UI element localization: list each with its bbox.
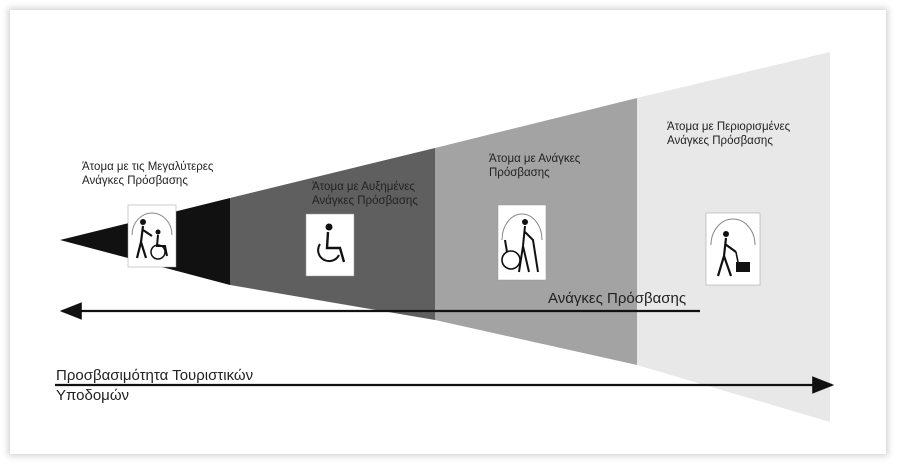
accessibility-arrow-label: Προσβασιμότητα Τουριστικών Υποδομών bbox=[56, 367, 253, 405]
accessibility-label-line1: Προσβασιμότητα Τουριστικών bbox=[56, 367, 254, 384]
wheelchair-icon bbox=[305, 213, 355, 277]
walker-and-wheelchair-icon bbox=[127, 204, 177, 268]
wheelchair-cane-icon bbox=[497, 204, 547, 281]
group-label-line2: Ανάγκες Πρόσβασης bbox=[82, 175, 188, 187]
group-label-line1: Άτομα με Αυξημένες bbox=[312, 181, 415, 193]
needs-arrow-label: Ανάγκες Πρόσβασης bbox=[548, 290, 687, 307]
group-label-line2: Πρόσβασης bbox=[489, 167, 550, 179]
group-label-line2: Ανάγκες Πρόσβασης bbox=[667, 135, 773, 147]
person-pushing-cart-icon bbox=[705, 212, 761, 286]
group-label-line1: Άτομα με Περιορισμένες bbox=[667, 121, 791, 133]
group-label-needs: Άτομα με Ανάγκες Πρόσβασης bbox=[489, 152, 580, 180]
group-label-greatest-needs: Άτομα με τις Μεγαλύτερες Ανάγκες Πρόσβασ… bbox=[82, 160, 213, 188]
group-label-line1: Άτομα με Ανάγκες bbox=[489, 153, 581, 165]
accessibility-label-line2: Υποδομών bbox=[56, 387, 130, 404]
group-label-line1: Άτομα με τις Μεγαλύτερες bbox=[82, 161, 214, 173]
group-label-line2: Ανάγκες Πρόσβασης bbox=[312, 195, 418, 207]
group-label-limited-needs: Άτομα με Περιορισμένες Ανάγκες Πρόσβασης bbox=[667, 120, 790, 148]
group-label-increased-needs: Άτομα με Αυξημένες Ανάγκες Πρόσβασης bbox=[312, 180, 418, 208]
